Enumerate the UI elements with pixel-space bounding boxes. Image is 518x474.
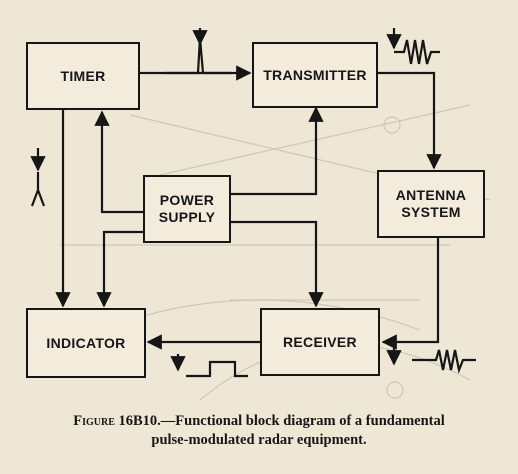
caption-line-2: pulse-modulated radar equipment.	[151, 432, 367, 448]
power-to-timer-line	[94, 110, 143, 214]
power-supply-label-line2: SUPPLY	[158, 209, 216, 225]
power-to-transmitter-line	[231, 106, 324, 196]
receiver-block: RECEIVER	[260, 308, 380, 376]
figure-caption: Figure 16B10.—Functional block diagram o…	[0, 412, 518, 450]
sweep-input-fork	[30, 186, 46, 207]
antenna-system-label-line2: SYSTEM	[401, 204, 461, 220]
transmitter-to-antenna-line	[378, 71, 442, 170]
power-to-receiver-line	[231, 220, 324, 308]
power-supply-label-line1: POWER	[159, 192, 215, 208]
timer-block: TIMER	[26, 42, 140, 110]
indicator-label: INDICATOR	[46, 334, 126, 351]
antenna-system-label-line1: ANTENNA	[395, 187, 467, 203]
video-pulse-waveform	[186, 360, 248, 378]
indicator-block: INDICATOR	[26, 308, 146, 378]
transmitter-pulse-waveform	[394, 39, 440, 65]
transmitter-block: TRANSMITTER	[252, 42, 378, 108]
echo-pulse-waveform	[412, 349, 476, 374]
power-to-indicator-line	[96, 230, 143, 308]
figure-number: Figure 16B10.	[73, 413, 161, 429]
receiver-label: RECEIVER	[283, 333, 357, 350]
caption-line-1: Figure 16B10.—Functional block diagram o…	[0, 412, 518, 431]
power-supply-block: POWER SUPPLY	[143, 175, 231, 243]
antenna-system-block: ANTENNA SYSTEM	[377, 170, 485, 238]
timer-label: TIMER	[60, 67, 106, 84]
caption-line-1-text: —Functional block diagram of a fundament…	[160, 413, 445, 429]
antenna-to-receiver-line	[381, 238, 440, 350]
transmitter-label: TRANSMITTER	[263, 66, 367, 83]
